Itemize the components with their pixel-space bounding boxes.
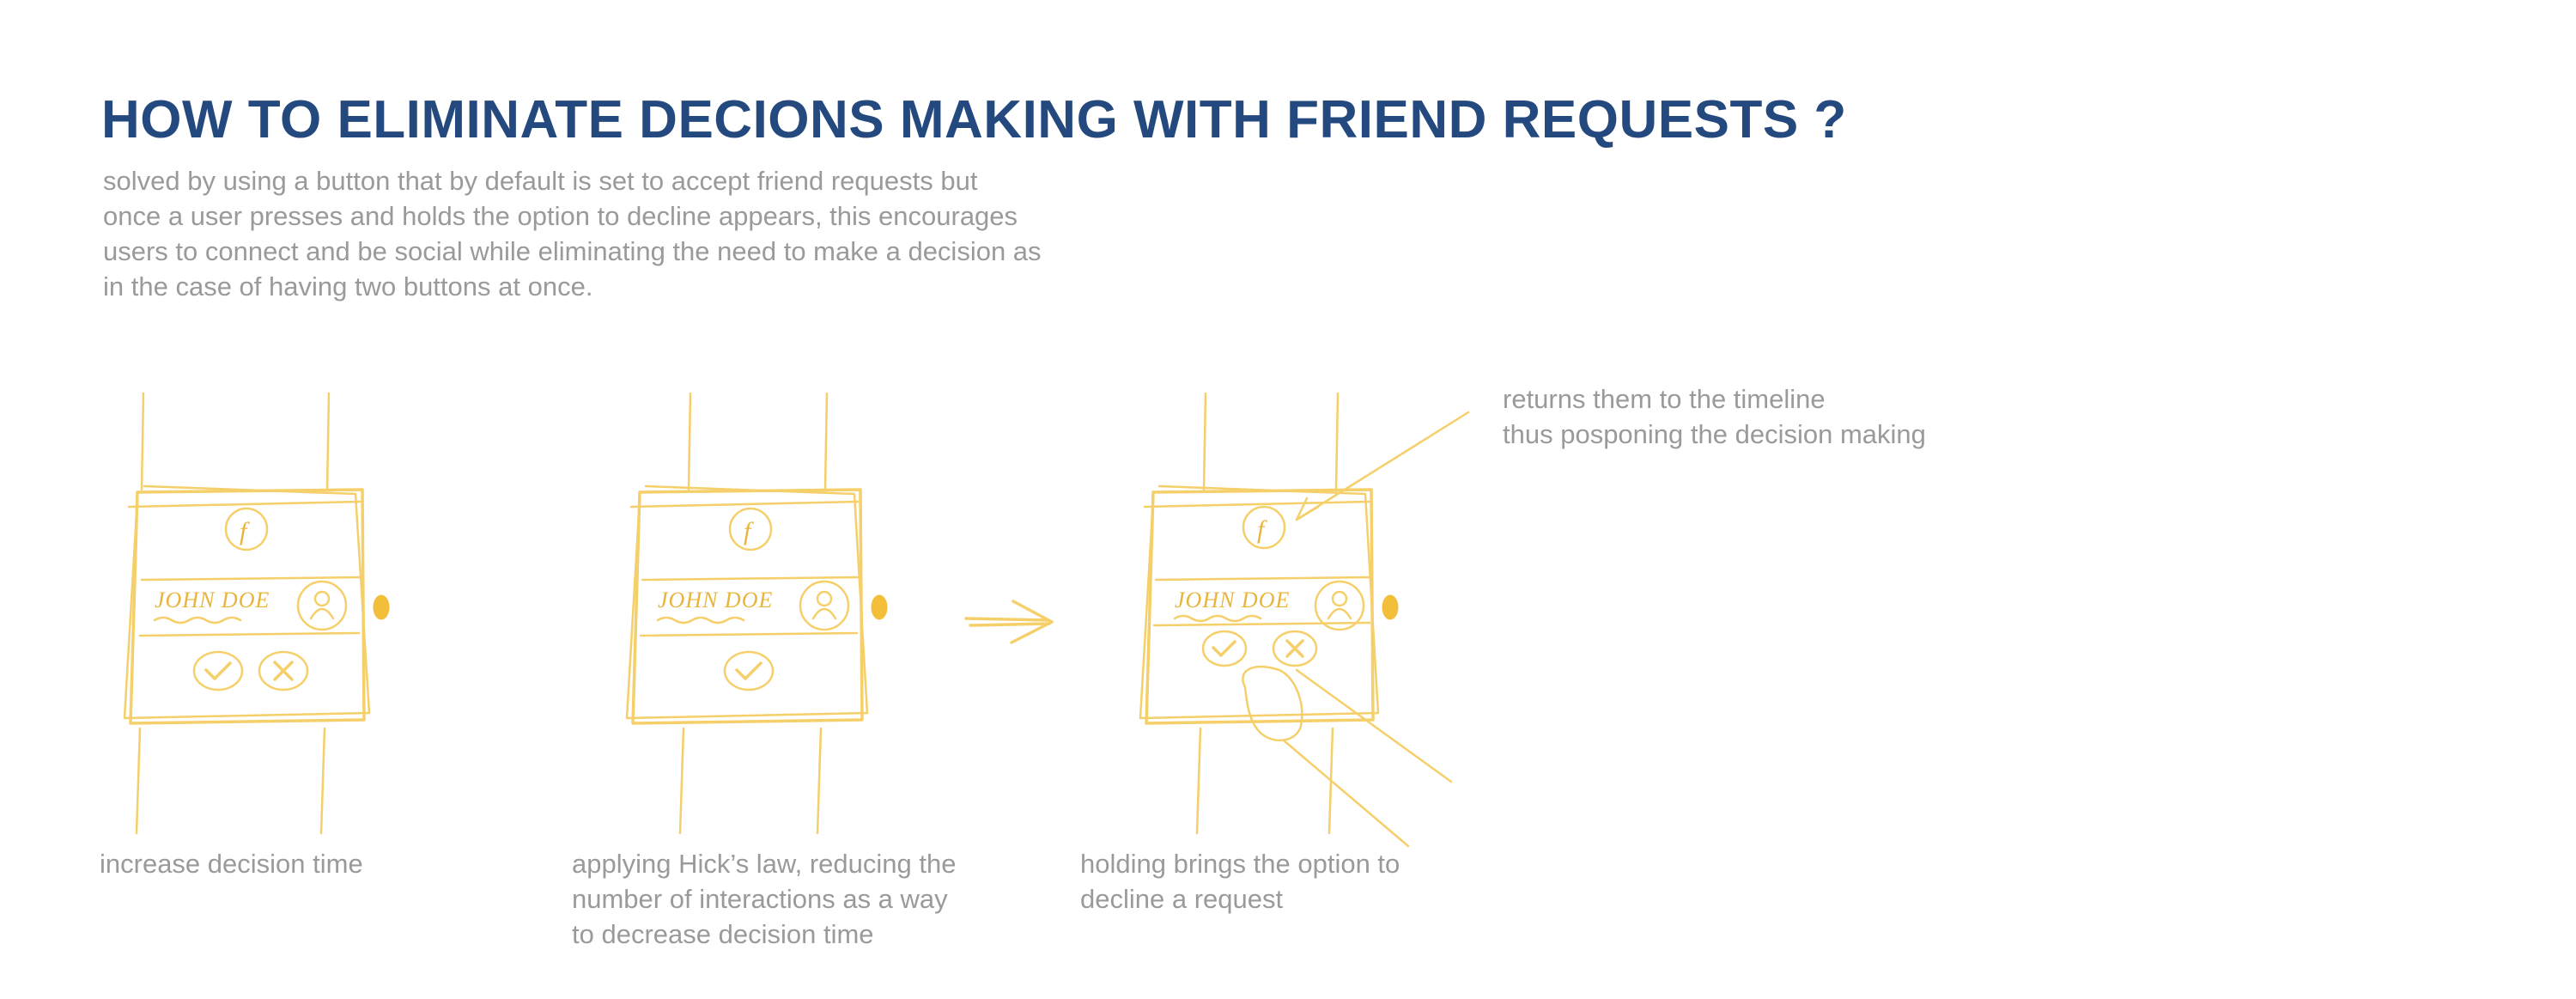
watch-sketch-3: f JOHN DOE: [1139, 392, 1453, 848]
avatar-icon: [799, 580, 850, 631]
caption-line: to decrease decision time: [572, 919, 874, 949]
contact-name: JOHN DOE: [155, 588, 270, 612]
watch-crown: [373, 594, 390, 620]
avatar-icon: [1314, 580, 1365, 631]
arrow-right-icon: [964, 600, 1054, 644]
facebook-icon: f: [224, 507, 269, 551]
watch-crown: [871, 594, 888, 620]
contact-name: JOHN DOE: [1175, 588, 1290, 612]
watch-crown: [1382, 594, 1399, 620]
description-line: once a user presses and holds the option…: [103, 201, 1018, 231]
accept-icon[interactable]: [192, 650, 244, 691]
description-line: users to connect and be social while eli…: [103, 236, 1042, 266]
contact-name: JOHN DOE: [658, 588, 773, 612]
description-line: in the case of having two buttons at onc…: [103, 271, 593, 302]
facebook-icon: f: [1242, 505, 1286, 550]
caption-line: applying Hick’s law, reducing the: [572, 849, 957, 879]
caption-watch-3: holding brings the option to decline a r…: [1080, 846, 1400, 917]
watch-case: [123, 484, 371, 725]
description-line: solved by using a button that by default…: [103, 166, 978, 196]
caption-line: decline a request: [1080, 884, 1284, 914]
caption-line: number of interactions as a way: [572, 884, 948, 914]
finger-press-icon: [1242, 665, 1453, 848]
description: solved by using a button that by default…: [103, 163, 1219, 304]
caption-line: increase decision time: [100, 849, 363, 879]
watch-strap: [678, 392, 829, 835]
annotation-pointer: [1295, 411, 1470, 521]
annotation-line: thus posponing the decision making: [1503, 419, 1926, 449]
watch-sketch-2: f JOHN DOE: [625, 392, 888, 835]
facebook-icon-glyph: f: [240, 517, 250, 545]
annotation-line: returns them to the timeline: [1503, 384, 1826, 414]
watch-sketch-1: f JOHN DOE: [123, 392, 390, 835]
watch-case: [625, 484, 869, 725]
watch-strap: [135, 392, 331, 835]
page-title: HOW TO ELIMINATE DECIONS MAKING WITH FRI…: [101, 90, 1847, 149]
avatar-icon: [296, 580, 348, 631]
decline-icon[interactable]: [1272, 630, 1318, 667]
decline-icon[interactable]: [258, 650, 309, 691]
caption-watch-1: increase decision time: [100, 846, 363, 881]
facebook-icon: f: [728, 507, 773, 551]
accept-icon[interactable]: [1201, 630, 1248, 667]
caption-watch-2: applying Hick’s law, reducing the number…: [572, 846, 956, 952]
caption-line: holding brings the option to: [1080, 849, 1400, 879]
annotation-text: returns them to the timeline thus pospon…: [1503, 381, 1926, 452]
watch-case: [1139, 484, 1380, 725]
facebook-icon-glyph: f: [1257, 515, 1267, 544]
facebook-icon-glyph: f: [744, 517, 754, 545]
accept-icon[interactable]: [723, 650, 775, 691]
